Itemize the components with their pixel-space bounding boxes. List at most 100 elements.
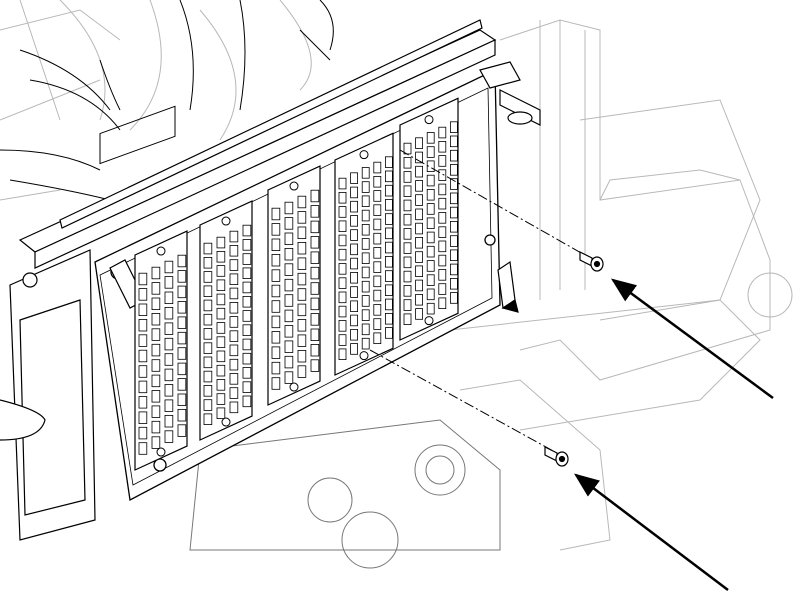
connector-pin [449,121,458,133]
connector-pin [350,343,359,355]
module-frame [134,230,188,471]
connector-pin [350,172,359,184]
connector-pin [449,178,458,190]
connector-pin [426,146,435,158]
connector-pin [426,260,435,272]
connector-pin [415,279,424,292]
connector-pin [151,282,161,295]
connector-pin [216,336,226,348]
left-bracket [0,249,96,541]
connector-pin [449,220,458,233]
connector-pin [373,332,382,344]
connector-pin [373,275,382,288]
connector-pin [438,240,447,253]
connector-pin [164,276,174,289]
connector-pin [242,352,252,365]
connector-pin [361,309,370,321]
connector-pin [216,407,226,419]
module-screw [221,417,231,427]
connector-pin [310,266,320,280]
connector-pin [338,191,347,204]
connector-pin [216,364,226,377]
connector-pin [373,261,382,273]
connector-pin [426,288,435,301]
connector-pin [426,160,435,172]
connector-module-2 [199,200,253,441]
connector-pin [384,213,393,225]
connector-pin [151,297,161,311]
connector-pin [271,207,281,221]
module-screw [359,150,369,160]
connector-module-1 [134,230,188,471]
connector-pin [338,206,347,218]
connector-pin [203,385,213,397]
connector-pin [438,212,447,224]
module-frame [199,200,253,441]
connector-pin [229,287,239,300]
connector-pin [310,328,320,342]
connector-pin [384,312,393,325]
connector-pin [338,177,347,190]
connector-pin [138,334,148,347]
connector-pin [361,266,370,279]
connector-pin [350,243,359,256]
connector-pin [216,293,226,306]
connector-pin [203,242,213,255]
connector-pin [310,189,320,203]
connector-pin [403,213,412,226]
connector-pin [415,251,424,263]
connector-pin [242,367,252,379]
connector-pin [229,373,239,385]
connector-pin [242,253,252,265]
connector-pin [438,226,447,238]
top-rail [18,19,497,269]
connector-pin [151,359,161,372]
connector-pin [242,324,252,336]
connector-pin [384,227,393,240]
connector-pin [203,285,213,297]
connector-pin [426,231,435,244]
connector-pin [350,229,359,241]
connector-pin [151,328,161,341]
connector-pin [297,226,307,240]
connector-pin [284,309,294,323]
connector-pin [361,181,370,193]
connector-pin [151,405,161,418]
connector-pin [438,140,447,153]
module-screw [289,181,299,191]
connector-pin [449,235,458,247]
lower-screw[interactable] [544,446,569,467]
connector-pin [297,288,307,301]
upper-alignment-line [399,149,591,259]
connector-pin [350,286,359,298]
connector-pin [373,161,382,174]
connector-pin [138,411,148,424]
connector-pin [284,294,294,307]
connector-pin [350,271,359,284]
connector-pin [438,269,447,281]
connector-pin [426,174,435,187]
upper-screw[interactable] [579,251,604,272]
connector-pin [284,371,294,384]
connector-pin [403,199,412,212]
connector-pin [216,379,226,391]
connector-pin [151,343,161,357]
connector-pin [164,353,174,366]
connector-pin [164,306,174,320]
connector-pin [373,232,382,245]
connector-pin [229,230,239,243]
connector-pin [426,302,435,315]
module-screw [156,246,166,256]
connector-pin [403,171,412,183]
connector-pin [242,381,252,393]
connector-pin [138,303,148,317]
connector-pin [138,380,148,394]
connector-pin [203,342,213,354]
connector-pin [284,247,294,261]
connector-pin [164,322,174,335]
connector-pin [350,328,359,341]
connector-pin [138,365,148,378]
connector-pin [164,337,174,351]
connector-pin [384,284,393,296]
connector-pin [449,249,458,261]
